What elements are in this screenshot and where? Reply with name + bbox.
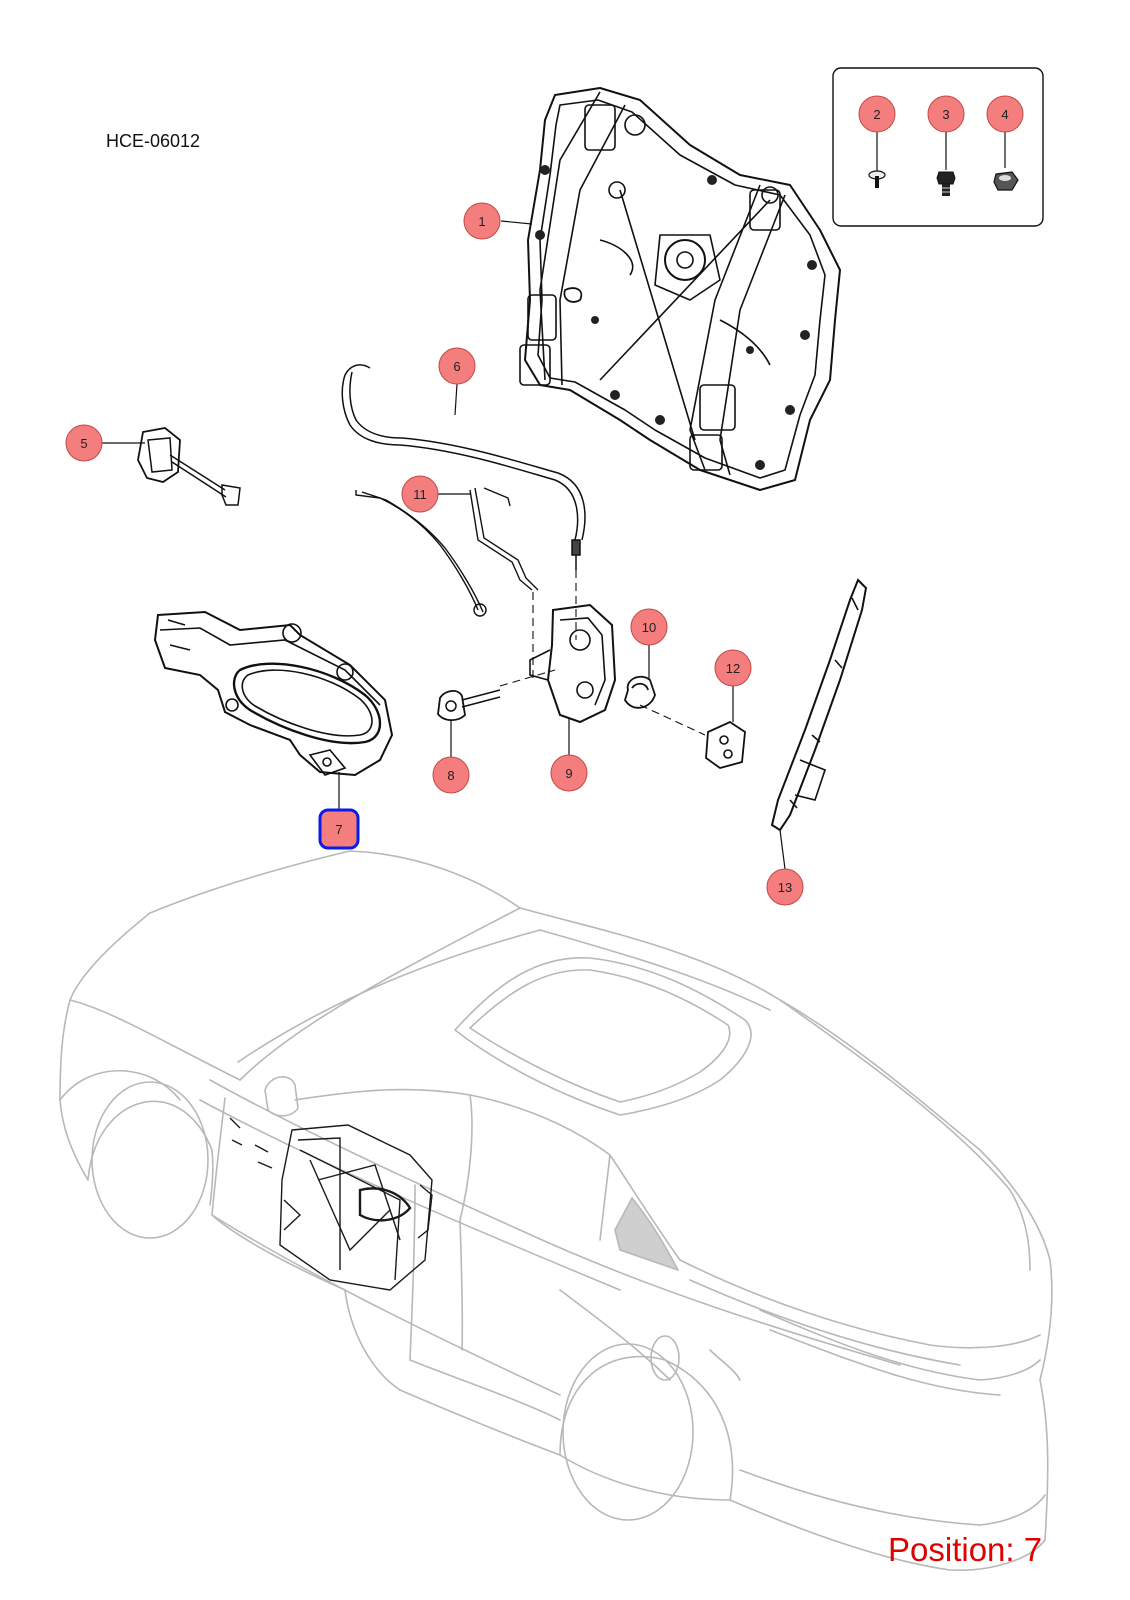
lock-cylinder-part-8 [437,689,501,722]
callout-bubble[interactable] [986,95,1024,133]
callout-bubble[interactable] [463,202,501,240]
hardware-box [832,67,1044,227]
callout-bubble[interactable] [318,808,360,850]
callout-7[interactable]: 7 [318,808,360,850]
callout-5[interactable]: 5 [65,424,103,462]
door-module-part-1 [519,87,841,491]
callout-label: 2 [873,107,880,122]
outside-handle-part-7 [153,610,394,777]
channel-part-13 [770,578,868,832]
bolt-icon [936,171,956,196]
callout-3[interactable]: 3 [927,95,965,133]
callout-label: 13 [778,880,792,895]
callout-bubble[interactable] [630,608,668,646]
callout-bubble[interactable] [401,475,439,513]
callout-bubble[interactable] [714,649,752,687]
callout-label: 1 [478,214,485,229]
callout-2[interactable]: 2 [858,95,896,133]
latch-part-9 [529,603,617,724]
callout-label: 11 [413,487,427,502]
callout-11[interactable]: 11 [401,475,439,513]
diagram-code: HCE-06012 [106,131,201,151]
callout-bubble[interactable] [927,95,965,133]
striker-part-10 [624,675,656,709]
cable-part-6 [341,364,586,570]
car-door-module [229,1117,433,1291]
callout-bubble[interactable] [432,756,470,794]
callout-bubble[interactable] [766,868,804,906]
callout-4[interactable]: 4 [986,95,1024,133]
callout-label: 5 [80,436,87,451]
leader-lines [101,220,786,870]
callout-label: 6 [453,359,460,374]
car-outline [59,850,1053,1572]
rods-part-11 [355,487,539,617]
callout-label: 7 [335,822,342,837]
door-check-part-5 [137,427,241,506]
callout-bubble[interactable] [550,754,588,792]
callout-6[interactable]: 6 [438,347,476,385]
callout-label: 9 [565,766,572,781]
callout-1[interactable]: 1 [463,202,501,240]
callout-10[interactable]: 10 [630,608,668,646]
callout-label: 3 [942,107,949,122]
callout-bubble[interactable] [65,424,103,462]
callout-label: 8 [447,768,454,783]
callout-bubble[interactable] [438,347,476,385]
position-label: Position: 7 [888,1531,1043,1568]
callout-9[interactable]: 9 [550,754,588,792]
callout-bubble[interactable] [858,95,896,133]
callout-label: 10 [642,620,656,635]
callout-label: 12 [726,661,740,676]
nut-icon [993,171,1019,191]
callout-label: 4 [1001,107,1008,122]
assembly-guides [499,570,706,736]
callout-8[interactable]: 8 [432,756,470,794]
striker-plate-part-12 [705,720,746,769]
callout-13[interactable]: 13 [766,868,804,906]
callout-12[interactable]: 12 [714,649,752,687]
screw-icon [868,170,886,188]
